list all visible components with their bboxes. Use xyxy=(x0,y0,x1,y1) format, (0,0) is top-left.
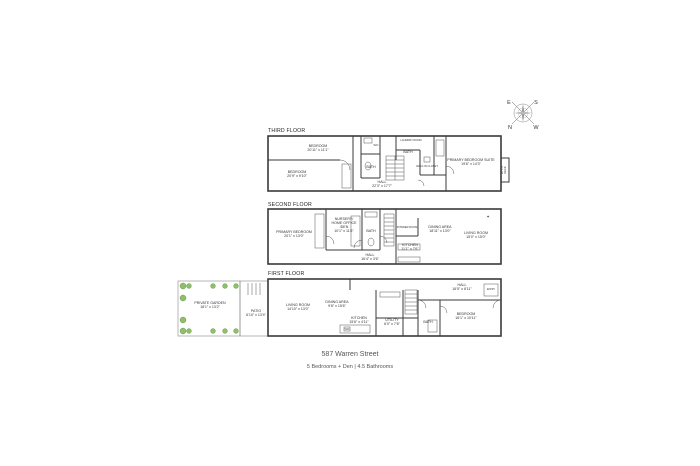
second-kitchen-name: KITCHEN xyxy=(402,243,418,247)
compass-icon xyxy=(511,101,535,125)
second-powder: POWDER ROOM xyxy=(397,225,417,229)
summary-caption: 5 Bedrooms + Den | 4.5 Bathrooms xyxy=(306,364,394,370)
second-primary-dim: 20'1" x 13'0" xyxy=(284,234,304,238)
second-hall-dim: 16'4" x 3'6" xyxy=(361,257,379,261)
first-utility-name: UTILITY xyxy=(385,318,399,322)
garden-plants xyxy=(179,282,239,335)
third-bedroom-a-dim: 20'11" x 11'1" xyxy=(307,148,329,152)
second-dining-name: DINING AREA xyxy=(428,225,452,229)
first-living-dim: 14'10" x 13'0" xyxy=(287,307,309,311)
second-nursery-name-2: HOME OFFICE xyxy=(332,221,358,225)
second-bath: BATH xyxy=(366,229,376,233)
third-bath-a: BATH xyxy=(366,165,376,169)
first-hall-name: HALL xyxy=(458,283,467,287)
third-bath-b: BATH xyxy=(403,150,413,154)
first-entry: ENTRY xyxy=(487,288,495,291)
second-nursery-name-3: /DEN xyxy=(340,225,349,229)
compass-s: S xyxy=(534,100,538,106)
third-primary-dim: 19'6" x 14'3" xyxy=(461,162,481,166)
third-deck: DECK xyxy=(503,166,507,173)
first-patio-name: PATIO xyxy=(251,309,261,313)
compass-n: N xyxy=(508,125,512,131)
second-floor-label: SECOND FLOOR xyxy=(268,202,312,208)
third-deck-dim: 26' x 4' xyxy=(500,165,504,174)
third-floor-label: THIRD FLOOR xyxy=(268,128,305,134)
compass-w: W xyxy=(533,125,539,131)
first-floor-plan xyxy=(177,278,502,337)
third-walkin: WALK-IN CLOSET xyxy=(416,164,438,168)
third-laundry: LAUNDRY ROOM xyxy=(400,138,421,142)
third-primary-name: PRIMARY BEDROOM SUITE xyxy=(447,158,495,162)
third-hall-name: HALL xyxy=(378,180,387,184)
third-bedroom-b-name: BEDROOM xyxy=(288,170,307,174)
third-bedroom-b-dim: 20'9" x 9'10" xyxy=(287,174,307,178)
second-dining-dim: 18'11" x 13'0" xyxy=(429,229,451,233)
first-bath: BATH xyxy=(423,320,433,324)
second-hall-name: HALL xyxy=(366,253,375,257)
first-hall-dim: 16'5" x 8'11" xyxy=(452,287,472,291)
address-caption: 587 Warren Street xyxy=(321,351,379,358)
second-living-dim: 15'0" x 15'0" xyxy=(466,235,486,239)
first-garden-name: PRIVATE GARDEN xyxy=(194,301,226,305)
second-floor-plan: ✦ xyxy=(267,208,502,265)
third-wic: W/C xyxy=(373,143,378,147)
first-floor-label: FIRST FLOOR xyxy=(268,271,304,277)
first-wd: W/D xyxy=(345,328,350,331)
second-primary-name: PRIMARY BEDROOM xyxy=(276,230,312,234)
first-garden-dim: 18'1" x 13'2" xyxy=(200,305,220,309)
second-nursery-dim: 10'1" x 11'6" xyxy=(334,229,354,233)
first-dining-name: DINING AREA xyxy=(325,300,349,304)
first-kitchen-dim: 15'6" x 4'11" xyxy=(349,320,369,324)
first-kitchen-name: KITCHEN xyxy=(351,316,367,320)
third-hall-dim: 22'3" x 17'7" xyxy=(372,184,392,188)
third-floor-plan xyxy=(267,135,510,192)
first-dining-dim: 9'8" x 15'6" xyxy=(328,304,346,308)
second-nursery-name-1: NURSERY/ xyxy=(335,217,354,221)
first-bedroom-dim: 16'1" x 10'11" xyxy=(455,316,477,320)
third-bedroom-a-name: BEDROOM xyxy=(309,144,328,148)
first-patio-dim: 6'10" x 13'4" xyxy=(246,313,266,317)
first-living-name: LIVING ROOM xyxy=(286,303,310,307)
compass-e: E xyxy=(507,100,511,106)
first-utility-dim: 6'0" x 7'8" xyxy=(384,322,400,326)
second-kitchen-dim: 11'1" x 7'6" xyxy=(401,247,419,251)
svg-text:✦: ✦ xyxy=(486,214,490,219)
first-bedroom-name: BEDROOM xyxy=(457,312,476,316)
second-living-name: LIVING ROOM xyxy=(464,231,488,235)
